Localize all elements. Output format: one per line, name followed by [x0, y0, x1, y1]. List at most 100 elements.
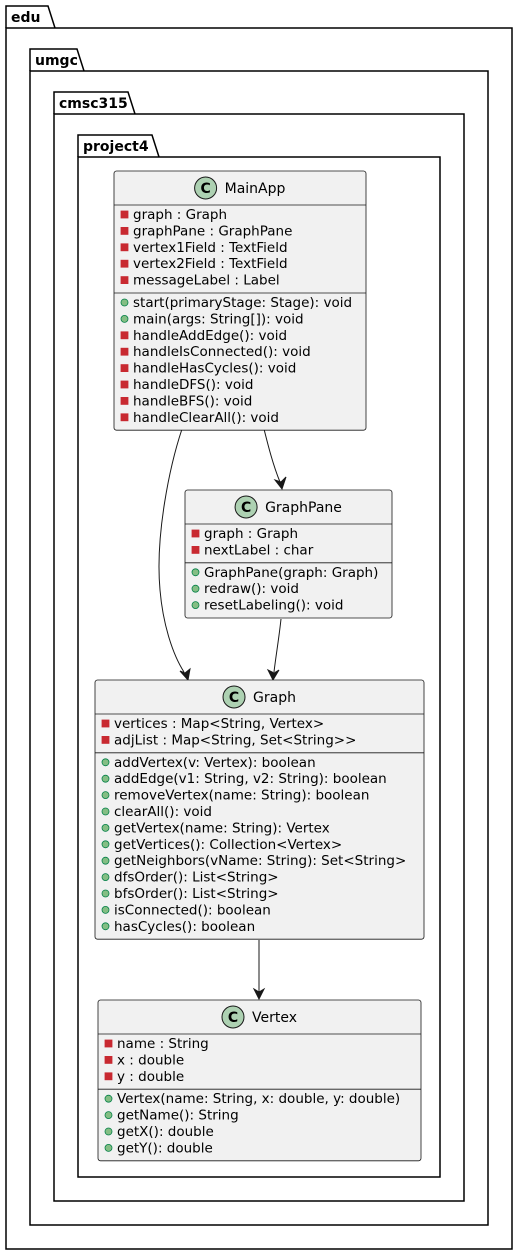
- class-method: getNeighbors(vName: String): Set<String>: [114, 853, 406, 869]
- public-visibility-icon: [101, 807, 110, 816]
- association-line: [273, 618, 282, 673]
- private-visibility-icon: [120, 380, 129, 389]
- class-field: name : String: [117, 1036, 209, 1052]
- class-method: getVertex(name: String): Vertex: [114, 820, 330, 836]
- public-visibility-icon: [104, 1144, 113, 1152]
- package-frame: [29, 70, 489, 1226]
- relation-graph-vertex: [252, 940, 266, 1001]
- class-method: getName(): String: [117, 1108, 239, 1124]
- private-visibility-icon: [120, 347, 129, 356]
- private-visibility-icon: [104, 1039, 113, 1048]
- class-method: resetLabeling(): void: [204, 598, 343, 614]
- private-visibility-icon: [120, 396, 129, 405]
- class-name: Vertex: [252, 1010, 297, 1026]
- class-name: Graph: [253, 690, 296, 706]
- public-visibility-icon: [120, 298, 129, 307]
- private-visibility-icon: [191, 529, 200, 538]
- public-visibility-icon: [104, 1111, 113, 1119]
- public-visibility-icon: [191, 568, 200, 577]
- class-method: main(args: String[]): void: [133, 311, 304, 327]
- public-visibility-icon: [101, 873, 110, 881]
- class-stereotype-icon: [222, 685, 246, 709]
- class-field: y : double: [117, 1069, 184, 1085]
- association-line: [158, 428, 185, 673]
- class-method: addEdge(v1: String, v2: String): boolean: [114, 771, 387, 787]
- class-field: x : double: [117, 1052, 184, 1068]
- class-method: addVertex(v: Vertex): boolean: [114, 755, 316, 771]
- private-visibility-icon: [120, 210, 129, 219]
- class-method: redraw(): void: [204, 581, 299, 597]
- class-method: handleAddEdge(): void: [133, 328, 287, 344]
- class-stereotype-letter: C: [200, 181, 210, 197]
- class-box: [94, 679, 425, 940]
- class-name: MainApp: [225, 181, 286, 197]
- private-visibility-icon: [120, 226, 129, 235]
- class-method: getVertices(): Collection<Vertex>: [114, 837, 342, 853]
- public-visibility-icon: [101, 889, 110, 898]
- class-box: [113, 170, 367, 431]
- private-visibility-icon: [104, 1056, 113, 1064]
- class-method: hasCycles(): boolean: [114, 919, 255, 935]
- class-method: bfsOrder(): List<String>: [114, 886, 279, 902]
- class-method: GraphPane(graph: Graph): [204, 565, 378, 581]
- package-tab: [53, 91, 136, 115]
- private-visibility-icon: [120, 259, 129, 268]
- class-stereotype-icon: [221, 1005, 245, 1029]
- class-method: handleBFS(): void: [133, 393, 252, 409]
- arrowhead: [179, 667, 191, 682]
- package-umgc: umgc: [29, 48, 489, 1226]
- relation-graphpane-graph: [266, 618, 282, 682]
- class-field: graph : Graph: [204, 526, 298, 542]
- public-visibility-icon: [101, 774, 110, 783]
- private-visibility-icon: [191, 546, 200, 554]
- class-box: [184, 489, 393, 619]
- private-visibility-icon: [120, 243, 129, 252]
- public-visibility-icon: [104, 1127, 113, 1136]
- relation-mainapp-graph: [158, 428, 191, 682]
- class-method: getX(): double: [117, 1124, 214, 1140]
- public-visibility-icon: [101, 906, 110, 914]
- public-visibility-icon: [101, 824, 110, 832]
- public-visibility-icon: [191, 584, 200, 593]
- association-line: [263, 428, 281, 483]
- arrowhead: [252, 987, 266, 1001]
- public-visibility-icon: [101, 791, 110, 799]
- private-visibility-icon: [101, 736, 110, 744]
- class-method: Vertex(name: String, x: double, y: doubl…: [117, 1091, 400, 1107]
- private-visibility-icon: [101, 719, 110, 728]
- package-tab: [77, 134, 160, 158]
- private-visibility-icon: [120, 276, 129, 285]
- package-frame: [77, 156, 441, 1178]
- class-method: clearAll(): void: [114, 804, 212, 820]
- class-field: adjList : Map<String, Set<String>>: [114, 732, 356, 748]
- class-method: handleDFS(): void: [133, 377, 253, 393]
- package-cmsc315: cmsc315: [53, 91, 465, 1202]
- class-method: removeVertex(name: String): boolean: [114, 788, 369, 804]
- package-name: edu: [11, 10, 40, 26]
- private-visibility-icon: [120, 331, 129, 340]
- private-visibility-icon: [104, 1072, 113, 1081]
- package-edu: edu: [5, 5, 513, 1250]
- class-method: handleHasCycles(): void: [133, 361, 296, 377]
- class-stereotype-icon: [234, 495, 258, 519]
- package-tab: [29, 48, 85, 72]
- class-method: start(primaryStage: Stage): void: [133, 295, 352, 311]
- package-frame: [5, 27, 513, 1250]
- class-method: dfsOrder(): List<String>: [114, 870, 279, 886]
- class-method: isConnected(): boolean: [114, 902, 271, 918]
- class-field: messageLabel : Label: [133, 273, 280, 289]
- public-visibility-icon: [191, 601, 200, 609]
- public-visibility-icon: [104, 1094, 113, 1103]
- arrowhead: [273, 476, 287, 491]
- class-stereotype-letter: C: [241, 500, 251, 516]
- public-visibility-icon: [120, 314, 129, 323]
- private-visibility-icon: [120, 413, 129, 422]
- public-visibility-icon: [101, 922, 110, 931]
- public-visibility-icon: [101, 840, 110, 849]
- class-field: graph : Graph: [133, 207, 227, 223]
